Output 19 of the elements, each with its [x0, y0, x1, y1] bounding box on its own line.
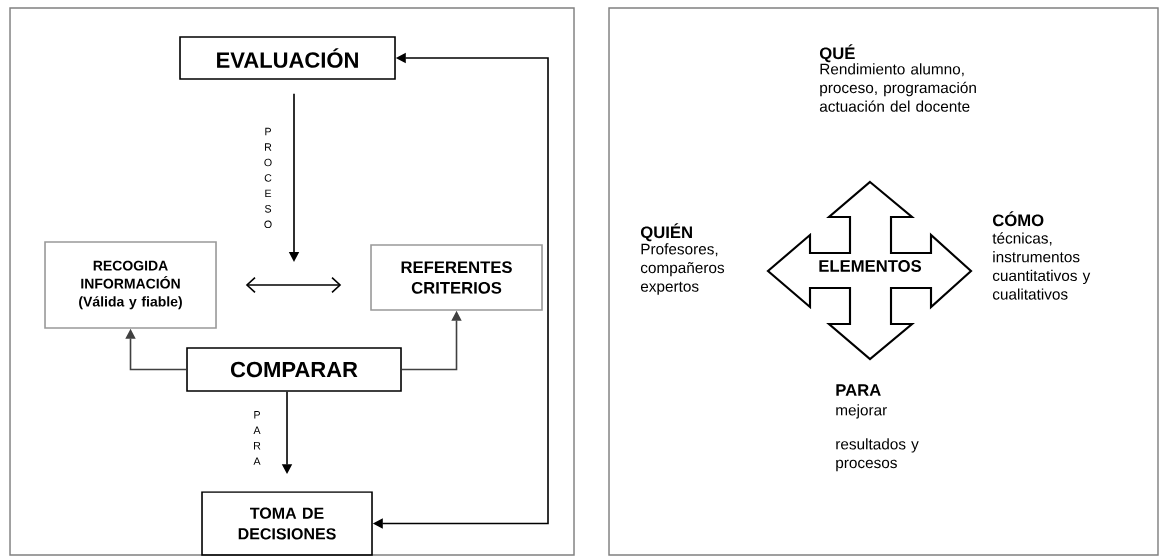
- double-arrow: [245, 276, 342, 294]
- description-text: técnicas, instrumentos cuantitativos y cualitativos: [992, 232, 1091, 300]
- heading: QUIÉN: [640, 223, 692, 242]
- process-box: TOMA DE DECISIONES: [201, 491, 373, 556]
- heading: CÓMO: [992, 211, 1044, 227]
- process-box: COMPARAR: [186, 347, 402, 392]
- panel-frame: [608, 7, 1159, 556]
- description-text: Profesores, compañeros expertos: [640, 243, 725, 295]
- process-box: RECOGIDA INFORMACIÓN (Válida y fiable): [44, 241, 217, 329]
- process-box: EVALUACIÓN: [179, 36, 396, 80]
- edge-label: PARA: [250, 409, 264, 467]
- description-text: resultados y procesos: [836, 438, 919, 472]
- heading: PARA: [836, 384, 881, 396]
- heading: QUÉ: [819, 44, 855, 63]
- edge-label: PROCESO: [261, 126, 275, 230]
- panel-frame: [9, 7, 575, 556]
- description-text: Rendimiento alumno, proceso, programación actuación del docente: [819, 63, 976, 112]
- description-text: mejorar: [836, 404, 887, 419]
- process-box: REFERENTES CRITERIOS: [370, 244, 543, 311]
